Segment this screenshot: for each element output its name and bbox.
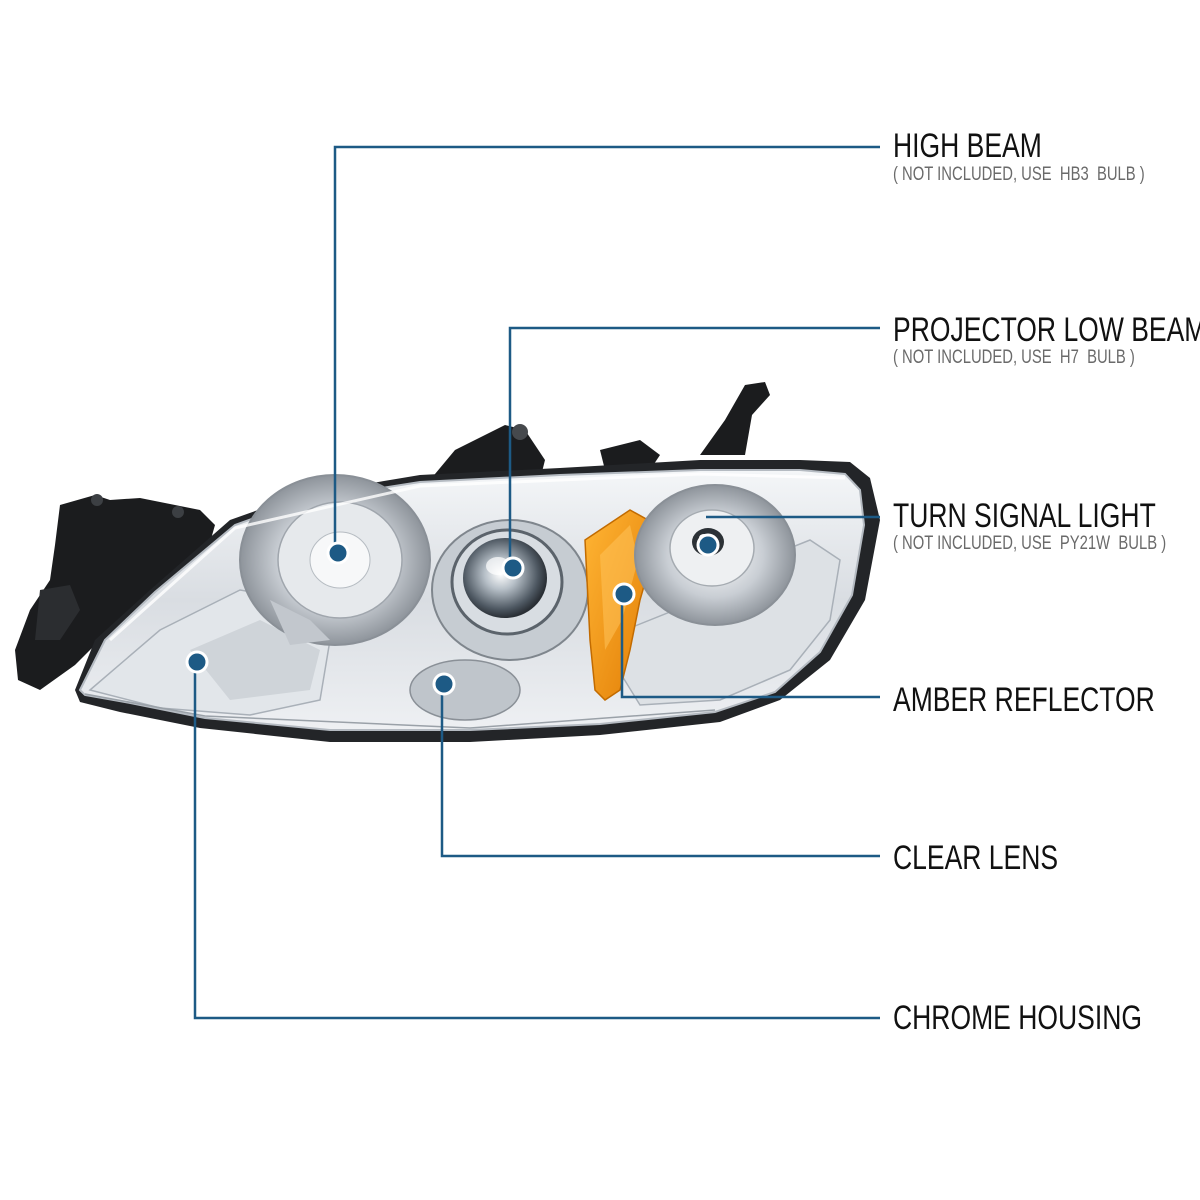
leader-lines bbox=[193, 145, 880, 1020]
label-projector-low-beam: PROJECTOR LOW BEAM bbox=[893, 311, 1200, 349]
turn-signal-bowl bbox=[634, 484, 796, 626]
label-high-beam: HIGH BEAM bbox=[893, 127, 1042, 165]
projector-assembly bbox=[409, 519, 589, 721]
note-high-beam: ( NOT INCLUDED, USE HB3 BULB ) bbox=[893, 164, 1145, 185]
dot-turn-signal bbox=[696, 533, 720, 557]
top-bracket bbox=[430, 382, 770, 480]
dot-amber-reflector bbox=[612, 582, 636, 606]
label-chrome-housing: CHROME HOUSING bbox=[893, 999, 1143, 1037]
dot-clear-lens bbox=[432, 672, 456, 696]
leader-clear-lens bbox=[440, 684, 880, 858]
leader-amber-reflector bbox=[620, 594, 880, 699]
dot-high-beam bbox=[326, 541, 350, 565]
dot-projector bbox=[501, 556, 525, 580]
note-turn-signal-light: ( NOT INCLUDED, USE PY21W BULB ) bbox=[893, 533, 1167, 554]
leader-chrome-housing bbox=[193, 662, 880, 1020]
label-amber-reflector: AMBER REFLECTOR bbox=[893, 681, 1155, 719]
leader-projector bbox=[508, 326, 880, 568]
label-turn-signal-light: TURN SIGNAL LIGHT bbox=[893, 497, 1156, 535]
leader-high-beam bbox=[333, 145, 880, 553]
label-clear-lens: CLEAR LENS bbox=[893, 839, 1059, 877]
note-projector-low-beam: ( NOT INCLUDED, USE H7 BULB ) bbox=[893, 347, 1135, 368]
rear-bracket bbox=[15, 494, 215, 690]
dot-chrome-housing bbox=[185, 650, 209, 674]
marker-dots bbox=[185, 533, 720, 696]
